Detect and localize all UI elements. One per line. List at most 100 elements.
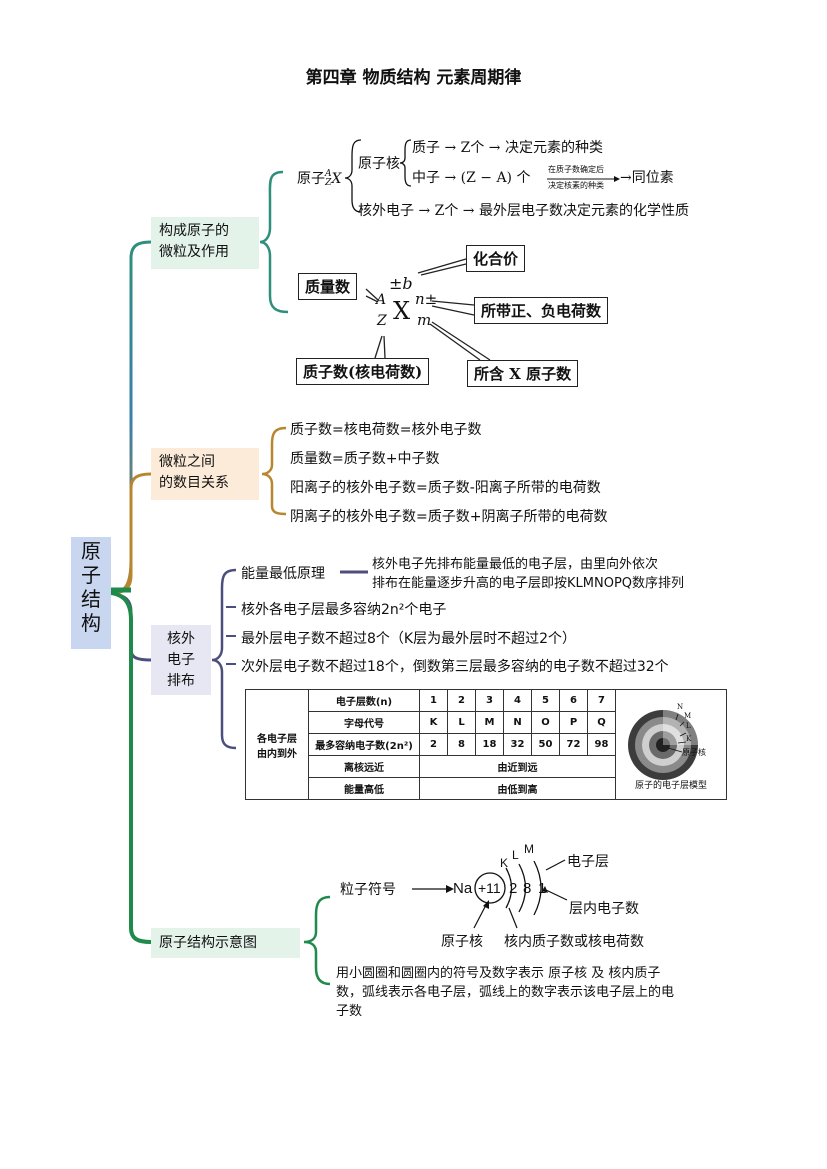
cell: 8 [448, 734, 476, 756]
model-label: M [684, 712, 691, 720]
nucleus-charge: +11 [478, 880, 501, 896]
cell: 98 [588, 734, 616, 756]
electron-count: 8 [523, 880, 531, 897]
branch-particles: 构成原子的 微粒及作用 [151, 217, 259, 269]
cell: M [476, 712, 504, 734]
model-cell: 原子的电子层模型 [616, 690, 727, 800]
relation-item: 质量数=质子数+中子数 [290, 448, 439, 468]
valence-box: 化合价 [466, 245, 525, 272]
cell: 4 [504, 690, 532, 712]
na-symbol: Na [453, 880, 472, 897]
cell: O [532, 712, 560, 734]
cell: 32 [504, 734, 532, 756]
energy-principle: 能量最低原理 [241, 563, 325, 583]
cell: K [420, 712, 448, 734]
table-side-label: 各电子层由内到外 [246, 690, 309, 800]
row-head: 最多容纳电子数(2n²) [309, 734, 420, 756]
root-char: 子 [71, 563, 111, 587]
cell: 50 [532, 734, 560, 756]
cell: 由低到高 [420, 778, 616, 800]
count-mark: m [417, 311, 431, 329]
charge-mark: n± [415, 290, 437, 308]
model-label: N [677, 703, 683, 711]
branch-arrangement: 核外 电子 排布 [151, 625, 211, 695]
branch-label: 排布 [153, 671, 209, 692]
cell: 3 [476, 690, 504, 712]
number-symbol: Z [377, 313, 387, 329]
schematic-desc-line: 用小圆圈和圆圈内的符号及数字表示 原子核 及 核内质子 [336, 962, 660, 981]
schematic-desc-line: 子数 [336, 1000, 362, 1019]
cell: 6 [560, 690, 588, 712]
shell-letter: K [500, 856, 508, 870]
branch-label: 构成原子的 [159, 221, 251, 242]
branch-schematic: 原子结构示意图 [151, 928, 300, 958]
neutron-line: 中子 → (Z − A) 个 [412, 167, 530, 187]
relation-item: 阳离子的核外电子数=质子数-阳离子所带的电荷数 [290, 477, 601, 497]
cell: 18 [476, 734, 504, 756]
model-label: K [686, 735, 691, 743]
branch-label: 微粒之间 [159, 452, 251, 473]
rule-item: 次外层电子数不超过18个，倒数第三层最多容纳的电子数不超过32个 [241, 656, 669, 676]
nucleus-label-2: 原子核 [441, 931, 483, 951]
branch-label: 微粒及作用 [159, 242, 251, 263]
neutron-below: 决定核素的种类 [548, 180, 604, 191]
mass-number-box: 质量数 [298, 273, 357, 300]
electron-count: 1 [538, 880, 546, 897]
shell-table: 各电子层由内到外 电子层数(n) 1 2 3 4 5 6 7 原子的电子层模型 … [245, 689, 727, 800]
shell-letter: M [524, 842, 534, 856]
relation-item: 质子数=核电荷数=核外电子数 [290, 419, 481, 439]
cell: 由近到远 [420, 756, 616, 778]
energy-desc-line: 排布在能量逐步升高的电子层即按KLMNOPQ数序排列 [372, 572, 684, 591]
schematic-desc-line: 数，弧线表示各电子层，弧线上的数字表示该电子层上的电 [336, 981, 674, 1000]
model-label: 原子核 [682, 747, 706, 758]
root-node: 原 子 结 构 [71, 537, 111, 649]
row-head: 能量高低 [309, 778, 420, 800]
side-label-line: 各电子层 [257, 734, 297, 745]
mass-symbol: A [376, 292, 386, 308]
relation-item: 阴离子的核外电子数=质子数+阴离子所带的电荷数 [290, 506, 607, 526]
rule-item: 核外各电子层最多容纳2n²个电子 [241, 599, 446, 619]
layer-label: 电子层 [567, 851, 609, 871]
particle-symbol-label: 粒子符号 [340, 879, 396, 899]
model-caption: 原子的电子层模型 [635, 781, 707, 791]
branch-label: 的数目关系 [159, 473, 251, 494]
row-head: 电子层数(n) [309, 690, 420, 712]
root-char: 结 [71, 587, 111, 611]
side-label-line: 由内到外 [257, 749, 297, 760]
proton-number-box: 质子数(核电荷数) [296, 358, 429, 385]
valence-mark: ±b [389, 274, 413, 293]
branch-relations: 微粒之间 的数目关系 [151, 448, 259, 500]
layer-count-label: 层内电子数 [569, 898, 639, 918]
proton-line: 质子 → Z个 → 决定元素的种类 [412, 137, 603, 157]
element-symbol: X [393, 297, 410, 325]
rule-item: 最外层电子数不超过8个（K层为最外层时不超过2个） [241, 628, 576, 648]
cell: 5 [532, 690, 560, 712]
table-row: 各电子层由内到外 电子层数(n) 1 2 3 4 5 6 7 原子的电子层模型 [246, 690, 727, 712]
cell: P [560, 712, 588, 734]
row-head: 离核远近 [309, 756, 420, 778]
cell: N [504, 712, 532, 734]
electron-line: 核外电子 → Z个 → 最外层电子数决定元素的化学性质 [358, 200, 689, 220]
atom-symbol: X [332, 171, 342, 187]
cell: L [448, 712, 476, 734]
energy-desc-line: 核外电子先排布能量最低的电子层，由里向外依次 [372, 553, 658, 572]
row-head: 字母代号 [309, 712, 420, 734]
branch-label: 电子 [153, 650, 209, 671]
cell: 7 [588, 690, 616, 712]
cell: Q [588, 712, 616, 734]
charge-box: 所带正、负电荷数 [474, 297, 608, 324]
shell-letter: L [512, 848, 519, 862]
root-char: 构 [71, 611, 111, 635]
page-title: 第四章 物质结构 元素周期律 [0, 63, 827, 88]
nuclear-charge-label: 核内质子数或核电荷数 [504, 931, 644, 951]
model-label: L [686, 722, 691, 730]
isotope-label: →同位素 [620, 167, 674, 187]
root-char: 原 [71, 539, 111, 563]
atom-count-box: 所含 X 原子数 [467, 360, 578, 387]
cell: 2 [448, 690, 476, 712]
neutron-above: 在质子数确定后 [548, 164, 604, 175]
nucleus-label: 原子核 [358, 153, 400, 173]
cell: 1 [420, 690, 448, 712]
electron-count: 2 [509, 880, 517, 897]
